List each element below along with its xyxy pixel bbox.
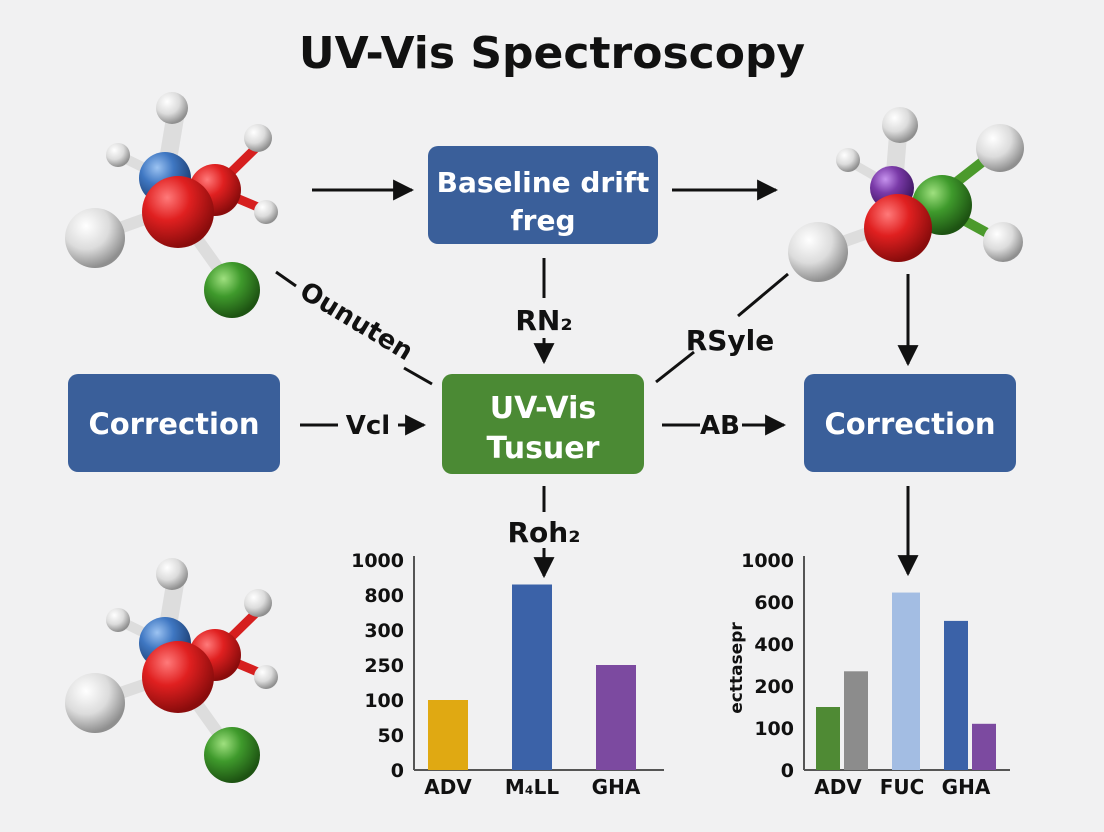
label-rn2: RN₂: [515, 304, 572, 337]
chart1-y-tick: 0: [391, 760, 404, 782]
chart2-category-label: ADV: [814, 775, 862, 799]
correction-right-label: Correction: [824, 407, 995, 441]
chart2-bar-series1: [892, 592, 920, 770]
chart2-bar-series1: [816, 707, 840, 770]
line-rsyle-lower: [655, 350, 695, 384]
chart1-category-label: GHA: [592, 775, 641, 799]
correction-box-right: Correction: [804, 374, 1016, 472]
chart1-y-tick: 50: [378, 725, 404, 747]
center-box-line1: UV-Vis: [490, 391, 597, 426]
molecule-icon-bottom-left: [65, 558, 278, 783]
chart1-bar: [428, 700, 468, 770]
bar-chart-left: 0 50 100 250 300 800 1000 ADV M₄LL GHA: [351, 550, 664, 799]
chart2-ylabel: ecttasepr: [727, 622, 747, 714]
label-vcl: Vcl: [346, 411, 390, 441]
chart1-category-label: ADV: [424, 775, 472, 799]
correction-left-label: Correction: [88, 407, 259, 441]
baseline-drift-line1: Baseline drift: [437, 166, 650, 199]
molecule-icon-top-left: [65, 92, 278, 318]
baseline-drift-box: Baseline drift freg: [428, 146, 658, 244]
chart1-y-tick: 800: [364, 585, 404, 607]
correction-box-left: Correction: [68, 374, 280, 472]
bar-chart-right: ecttasepr 0 100 200 400 600 1000 ADV FUC GHA: [727, 550, 1010, 799]
chart2-bar-series2: [844, 671, 868, 770]
chart2-y-tick: 1000: [741, 550, 794, 572]
chart2-y-tick: 0: [781, 760, 794, 782]
chart2-category-label: FUC: [880, 775, 925, 799]
label-rsyle: RSyle: [686, 324, 775, 357]
chart1-bar: [512, 584, 552, 770]
chart2-category-label: GHA: [942, 775, 991, 799]
chart1-y-tick: 250: [364, 655, 404, 677]
line-ounuten-upper: [275, 270, 297, 288]
baseline-drift-line2: freg: [510, 204, 575, 237]
chart1-y-tick: 100: [364, 690, 404, 712]
uv-vis-center-box: UV-Vis Tusuer: [442, 374, 644, 474]
page-title: UV-Vis Spectroscopy: [299, 28, 805, 79]
center-box-line2: Tusuer: [487, 431, 600, 466]
chart1-bar: [596, 665, 636, 770]
line-rsyle-upper: [737, 272, 789, 318]
label-ab: AB: [700, 411, 740, 441]
chart2-y-tick: 600: [754, 592, 794, 614]
chart2-bar-series2: [972, 723, 996, 770]
molecule-icon-top-right: [788, 107, 1024, 282]
chart2-y-tick: 400: [754, 634, 794, 656]
connector-arrows: [275, 179, 919, 579]
label-roh2: Roh₂: [508, 516, 581, 549]
chart2-y-tick: 200: [754, 676, 794, 698]
chart1-y-tick: 300: [364, 620, 404, 642]
chart1-y-tick: 1000: [351, 550, 404, 572]
chart2-y-tick: 100: [754, 718, 794, 740]
chart2-bar-series1: [944, 620, 968, 770]
line-ounuten-lower: [403, 366, 433, 386]
chart1-category-label: M₄LL: [505, 775, 559, 799]
label-ounuten: Ounuten: [294, 276, 418, 367]
